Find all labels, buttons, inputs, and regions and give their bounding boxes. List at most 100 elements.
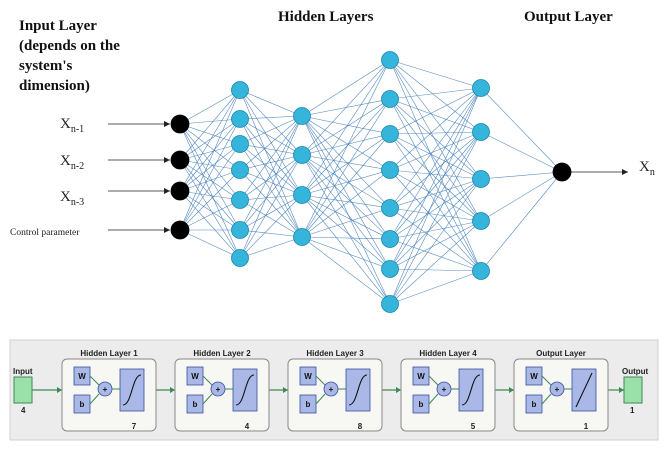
- connection-line: [239, 154, 303, 171]
- connection-line: [239, 115, 303, 259]
- hidden-node: [231, 249, 249, 267]
- layer-block-title: Output Layer: [536, 349, 586, 358]
- connection-line: [179, 159, 241, 171]
- connection-line: [179, 143, 241, 192]
- connection-line: [389, 59, 482, 89]
- bias-label: b: [80, 400, 85, 409]
- connection-line: [239, 154, 303, 259]
- output-layer-header: Output Layer: [524, 9, 613, 25]
- connection-line: [301, 154, 391, 171]
- connection-line: [301, 59, 391, 196]
- connection-line: [389, 59, 482, 272]
- connection-line: [301, 194, 391, 209]
- block-connector-head: [619, 387, 624, 393]
- connection-line: [239, 115, 303, 120]
- layer-block: Hidden Layer 1Wb+7: [61, 349, 157, 432]
- connection-line: [480, 171, 563, 180]
- connection-line: [301, 115, 391, 240]
- connection-line: [389, 131, 482, 240]
- connection-line: [389, 87, 482, 135]
- output-arrow-head: [622, 169, 628, 175]
- connection-line: [179, 118, 241, 161]
- connection-line: [239, 115, 303, 145]
- connection-line: [301, 115, 391, 270]
- input-layer-header: Input Layer (depends on the system's dim…: [19, 18, 120, 94]
- net-input-box: [13, 376, 33, 404]
- weight-label: W: [417, 372, 425, 381]
- input-label-2: Xn-2: [60, 153, 84, 172]
- connection-line: [389, 131, 482, 209]
- connection-line: [179, 169, 241, 231]
- connection-line: [179, 89, 241, 192]
- connection-line: [301, 194, 391, 305]
- w-to-sum: [541, 375, 552, 386]
- connection-line: [389, 131, 482, 135]
- layer-block-size: 5: [471, 422, 476, 431]
- connection-line: [179, 159, 241, 201]
- connection-line: [179, 190, 241, 201]
- connection-line: [239, 89, 303, 238]
- hidden-node: [293, 146, 311, 164]
- sigmoid-icon: [235, 374, 255, 406]
- hidden-node: [381, 125, 399, 143]
- net-output-size: 1: [630, 406, 635, 415]
- sum-symbol: +: [103, 385, 108, 394]
- connection-line: [389, 178, 482, 240]
- connection-line: [179, 159, 241, 259]
- b-to-sum: [89, 393, 100, 405]
- connection-line: [389, 220, 482, 305]
- net-output-label: Output: [622, 367, 649, 376]
- hidden-node: [381, 199, 399, 217]
- connection-line: [239, 89, 303, 156]
- connection-line: [239, 229, 303, 238]
- connection-line: [239, 169, 303, 196]
- connection-line: [389, 87, 482, 171]
- hidden-node: [472, 123, 490, 141]
- connection-line: [239, 89, 303, 196]
- connection-line: [389, 98, 482, 133]
- block-connector-head: [57, 387, 62, 393]
- hidden-node: [293, 107, 311, 125]
- connection-line: [301, 115, 391, 135]
- connection-line: [301, 169, 391, 238]
- connection-line: [239, 143, 303, 156]
- net-input-size: 4: [21, 406, 26, 415]
- input-node: [170, 114, 190, 134]
- connection-line: [179, 143, 241, 161]
- layer-block: Hidden Layer 4Wb+5: [400, 349, 496, 432]
- connection-line: [239, 118, 303, 238]
- connection-line: [301, 154, 391, 270]
- connection-line: [179, 89, 241, 125]
- connection-line: [179, 123, 241, 145]
- connection-line: [389, 59, 482, 180]
- connection-line: [301, 133, 391, 238]
- hidden-node: [381, 51, 399, 69]
- connection-line: [239, 194, 303, 259]
- connection-line: [301, 236, 391, 305]
- b-to-sum: [428, 393, 439, 405]
- connection-line: [179, 190, 241, 259]
- hidden-node: [472, 79, 490, 97]
- input-arrow-head: [164, 157, 170, 163]
- connection-line: [301, 98, 391, 196]
- weight-label: W: [78, 372, 86, 381]
- connection-line: [389, 169, 482, 180]
- block-connector-head: [283, 387, 288, 393]
- connection-line: [480, 131, 563, 173]
- connection-line: [179, 123, 241, 171]
- hidden-node: [472, 212, 490, 230]
- connection-line: [301, 207, 391, 238]
- input-node: [170, 181, 190, 201]
- connection-line: [301, 133, 391, 156]
- connection-line: [239, 169, 303, 238]
- b-to-sum: [315, 393, 326, 405]
- output-label: Xn: [639, 159, 655, 178]
- hidden-layers-header: Hidden Layers: [278, 9, 374, 25]
- hidden-node: [231, 221, 249, 239]
- connection-line: [389, 98, 482, 222]
- block-connector-head: [509, 387, 514, 393]
- layer-block-size: 1: [584, 422, 589, 431]
- connection-line: [179, 89, 241, 231]
- connection-line: [179, 89, 241, 161]
- connection-line: [389, 220, 482, 240]
